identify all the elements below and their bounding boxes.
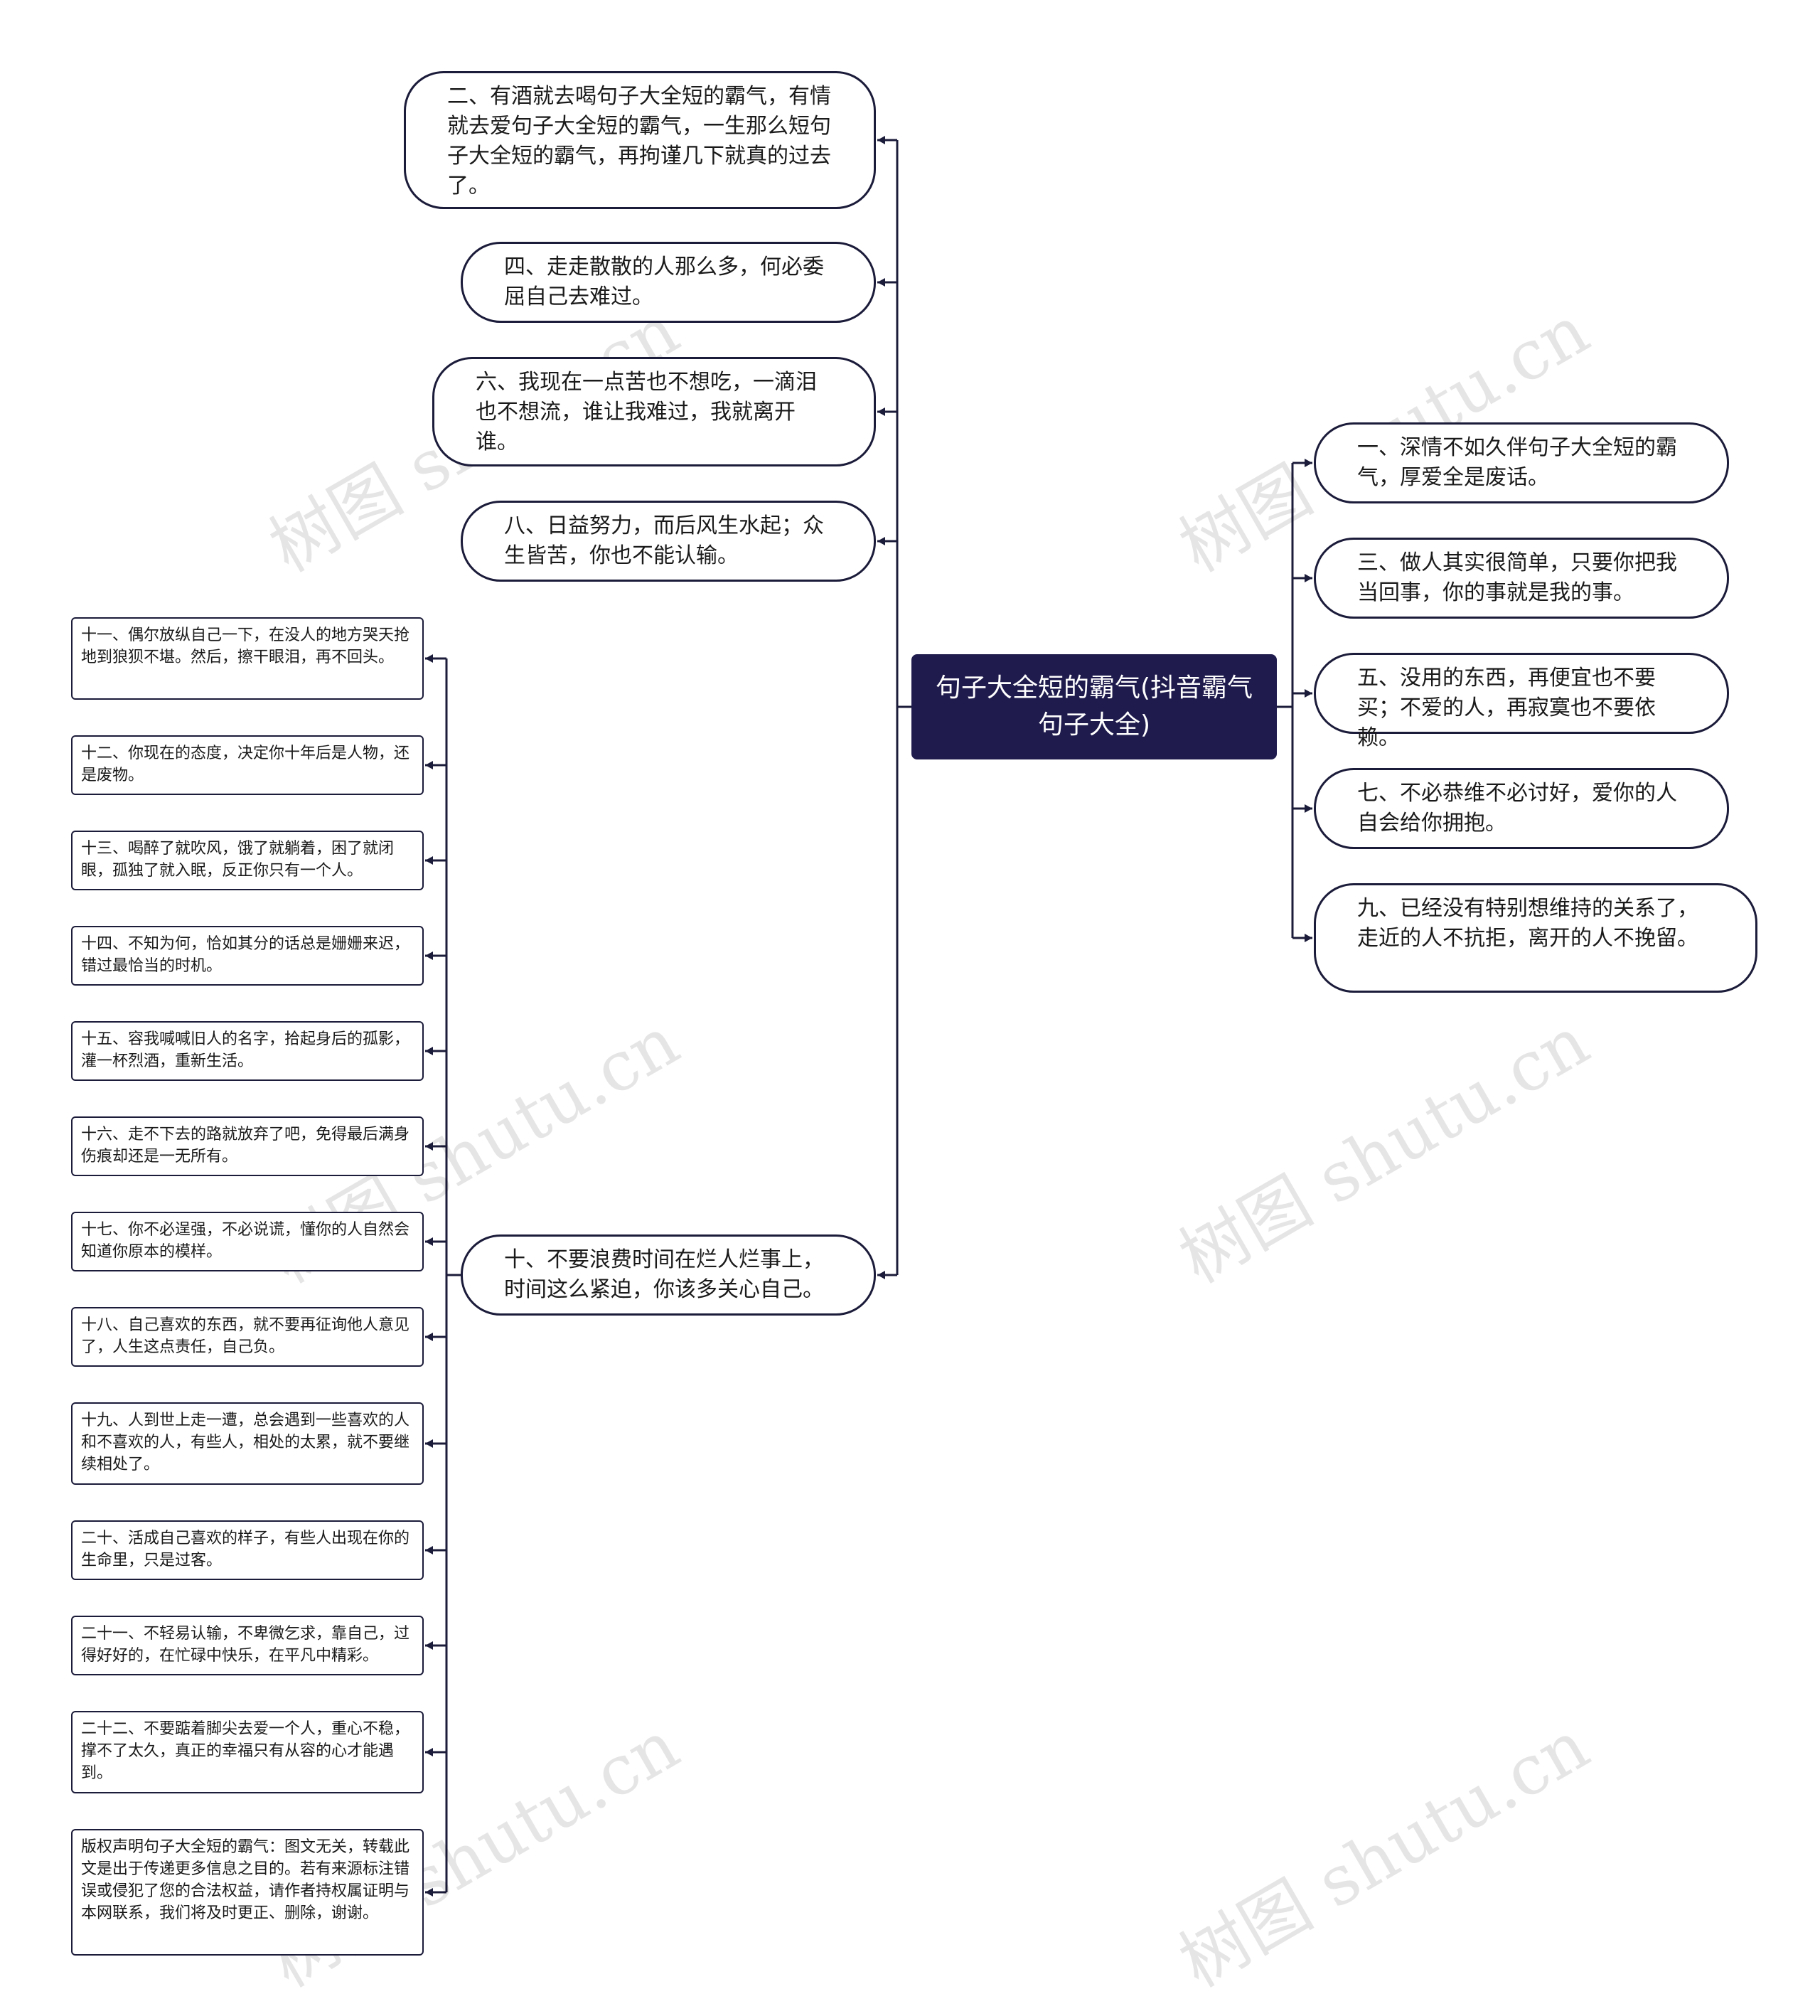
branch-node-left[interactable]: 二、有酒就去喝句子大全短的霸气，有情就去爱句子大全短的霸气，一生那么短句子大全短… <box>404 71 876 209</box>
branch-label: 九、已经没有特别想维持的关系了，走近的人不抗拒，离开的人不挽留。 <box>1357 896 1698 951</box>
arrowhead <box>877 1271 885 1279</box>
sub-node[interactable]: 十八、自己喜欢的东西，就不要再征询他人意见了，人生这点责任，自己负。 <box>71 1307 424 1367</box>
sub-label: 版权声明句子大全短的霸气：图文无关，转载此文是出于传递更多信息之目的。若有来源标… <box>81 1838 410 1922</box>
sub-label: 十四、不知为何，恰如其分的话总是姗姗来迟，错过最恰当的时机。 <box>81 935 410 975</box>
sub-node[interactable]: 十四、不知为何，恰如其分的话总是姗姗来迟，错过最恰当的时机。 <box>71 926 424 986</box>
arrowhead <box>425 1641 433 1650</box>
sub-label: 十八、自己喜欢的东西，就不要再征询他人意见了，人生这点责任，自己负。 <box>81 1316 410 1356</box>
branch-label: 六、我现在一点苦也不想吃，一滴泪也不想流，谁让我难过，我就离开谁。 <box>476 370 817 454</box>
sub-label: 十九、人到世上走一遭，总会遇到一些喜欢的人和不喜欢的人，有些人，相处的太累，就不… <box>81 1412 410 1473</box>
sub-node[interactable]: 二十二、不要踮着脚尖去爱一个人，重心不稳，撑不了太久，真正的幸福只有从容的心才能… <box>71 1711 424 1793</box>
arrowhead <box>1305 689 1312 698</box>
sub-label: 十七、你不必逞强，不必说谎，懂你的人自然会知道你原本的模样。 <box>81 1221 410 1261</box>
branch-label: 二、有酒就去喝句子大全短的霸气，有情就去爱句子大全短的霸气，一生那么短句子大全短… <box>447 84 831 198</box>
arrowhead <box>425 1439 433 1448</box>
branch-node-left[interactable]: 十、不要浪费时间在烂人烂事上，时间这么紧迫，你该多关心自己。 <box>461 1234 876 1316</box>
sub-label: 二十二、不要踮着脚尖去爱一个人，重心不稳，撑不了太久，真正的幸福只有从容的心才能… <box>81 1720 410 1782</box>
branch-node-left[interactable]: 四、走走散散的人那么多，何必委屈自己去难过。 <box>461 242 876 323</box>
arrowhead <box>877 278 885 287</box>
sub-label: 十五、容我喊喊旧人的名字，拾起身后的孤影，灌一杯烈酒，重新生活。 <box>81 1030 410 1070</box>
sub-node[interactable]: 十九、人到世上走一遭，总会遇到一些喜欢的人和不喜欢的人，有些人，相处的太累，就不… <box>71 1402 424 1485</box>
branch-label: 四、走走散散的人那么多，何必委屈自己去难过。 <box>504 255 824 309</box>
sub-label: 十二、你现在的态度，决定你十年后是人物，还是废物。 <box>81 745 410 784</box>
sub-label: 二十、活成自己喜欢的样子，有些人出现在你的生命里，只是过客。 <box>81 1530 410 1569</box>
branch-node-left[interactable]: 六、我现在一点苦也不想吃，一滴泪也不想流，谁让我难过，我就离开谁。 <box>432 357 876 466</box>
arrowhead <box>425 1237 433 1246</box>
branch-node-right[interactable]: 九、已经没有特别想维持的关系了，走近的人不抗拒，离开的人不挽留。 <box>1314 883 1757 993</box>
arrowhead <box>425 654 433 663</box>
arrowhead <box>425 1333 433 1341</box>
sub-label: 十一、偶尔放纵自己一下，在没人的地方哭天抢地到狼狈不堪。然后，擦干眼泪，再不回头… <box>81 626 410 666</box>
sub-node[interactable]: 十六、走不下去的路就放弃了吧，免得最后满身伤痕却还是一无所有。 <box>71 1116 424 1176</box>
sub-node[interactable]: 十三、喝醉了就吹风，饿了就躺着，困了就闭眼，孤独了就入眠，反正你只有一个人。 <box>71 831 424 890</box>
arrowhead <box>877 136 885 144</box>
root-node[interactable]: 句子大全短的霸气(抖音霸气句子大全) <box>911 654 1277 759</box>
sub-node[interactable]: 二十、活成自己喜欢的样子，有些人出现在你的生命里，只是过客。 <box>71 1520 424 1580</box>
branch-label: 七、不必恭维不必讨好，爱你的人自会给你拥抱。 <box>1357 781 1677 836</box>
sub-label: 二十一、不轻易认输，不卑微乞求，靠自己，过得好好的，在忙碌中快乐，在平凡中精彩。 <box>81 1625 410 1665</box>
arrowhead <box>425 1546 433 1554</box>
branch-label: 三、做人其实很简单，只要你把我当回事，你的事就是我的事。 <box>1357 550 1677 605</box>
arrowhead <box>425 856 433 865</box>
sub-node[interactable]: 二十一、不轻易认输，不卑微乞求，靠自己，过得好好的，在忙碌中快乐，在平凡中精彩。 <box>71 1616 424 1675</box>
arrowhead <box>877 407 885 416</box>
sub-node[interactable]: 十七、你不必逞强，不必说谎，懂你的人自然会知道你原本的模样。 <box>71 1212 424 1271</box>
arrowhead <box>425 1047 433 1055</box>
sub-node[interactable]: 版权声明句子大全短的霸气：图文无关，转载此文是出于传递更多信息之目的。若有来源标… <box>71 1829 424 1956</box>
arrowhead <box>1305 459 1312 467</box>
sub-label: 十三、喝醉了就吹风，饿了就躺着，困了就闭眼，孤独了就入眠，反正你只有一个人。 <box>81 840 395 880</box>
branch-node-right[interactable]: 七、不必恭维不必讨好，爱你的人自会给你拥抱。 <box>1314 768 1729 849</box>
sub-node[interactable]: 十二、你现在的态度，决定你十年后是人物，还是废物。 <box>71 735 424 795</box>
branch-label: 八、日益努力，而后风生水起；众生皆苦，你也不能认输。 <box>504 513 824 568</box>
sub-node[interactable]: 十一、偶尔放纵自己一下，在没人的地方哭天抢地到狼狈不堪。然后，擦干眼泪，再不回头… <box>71 617 424 700</box>
branch-label: 一、深情不如久伴句子大全短的霸气，厚爱全是废话。 <box>1357 435 1677 490</box>
arrowhead <box>425 1748 433 1756</box>
arrowhead <box>425 761 433 769</box>
arrowhead <box>877 537 885 545</box>
arrowhead <box>1305 804 1312 813</box>
arrowhead <box>425 1142 433 1151</box>
sub-label: 十六、走不下去的路就放弃了吧，免得最后满身伤痕却还是一无所有。 <box>81 1126 410 1166</box>
branch-node-right[interactable]: 五、没用的东西，再便宜也不要买；不爱的人，再寂寞也不要依赖。 <box>1314 653 1729 750</box>
arrowhead <box>1305 574 1312 582</box>
branch-label: 五、没用的东西，再便宜也不要买；不爱的人，再寂寞也不要依赖。 <box>1357 666 1656 750</box>
arrowhead <box>425 1888 433 1897</box>
branch-node-right[interactable]: 三、做人其实很简单，只要你把我当回事，你的事就是我的事。 <box>1314 538 1729 619</box>
root-label: 句子大全短的霸气(抖音霸气句子大全) <box>935 673 1253 740</box>
sub-node[interactable]: 十五、容我喊喊旧人的名字，拾起身后的孤影，灌一杯烈酒，重新生活。 <box>71 1021 424 1081</box>
branch-node-right[interactable]: 一、深情不如久伴句子大全短的霸气，厚爱全是废话。 <box>1314 422 1729 503</box>
arrowhead <box>1305 934 1312 942</box>
branch-node-left[interactable]: 八、日益努力，而后风生水起；众生皆苦，你也不能认输。 <box>461 501 876 582</box>
branch-label: 十、不要浪费时间在烂人烂事上，时间这么紧迫，你该多关心自己。 <box>504 1247 824 1302</box>
arrowhead <box>425 951 433 960</box>
